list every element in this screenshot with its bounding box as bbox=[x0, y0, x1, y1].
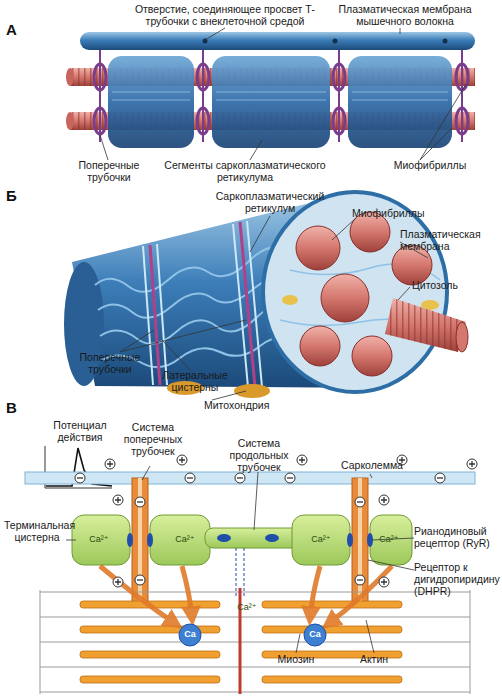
part-label: Потенциал действия bbox=[38, 420, 122, 444]
part-label: Плазматическая мембрана bbox=[400, 229, 496, 253]
ion-label: Ca²⁺ bbox=[232, 602, 262, 612]
part-label: Терминальная цистерна bbox=[4, 520, 70, 544]
ion-label: Ca²⁺ bbox=[306, 534, 336, 544]
panel-letter: А bbox=[6, 22, 26, 39]
part-label: Поперечные трубочки bbox=[68, 352, 152, 376]
part-label: Рецептор к дигидропиридину (DHPR) bbox=[414, 562, 500, 597]
part-label: Актин bbox=[344, 654, 404, 666]
part-label: Саркоплазматический ретикулум bbox=[198, 191, 342, 215]
part-label: Система продольных трубочек bbox=[216, 438, 302, 473]
ion-label: Ca²⁺ bbox=[84, 534, 114, 544]
ion-label: Ca bbox=[176, 629, 204, 639]
part-label: Миофибриллы bbox=[384, 160, 476, 172]
ion-label: Ca²⁺ bbox=[374, 534, 404, 544]
part-label: Отверстие, соединяющее просвет Т-трубочк… bbox=[128, 4, 322, 28]
part-label: Миозин bbox=[266, 654, 326, 666]
part-label: Миофибриллы bbox=[352, 208, 442, 220]
part-label: Цитозоль bbox=[412, 280, 488, 292]
part-label: Сегменты саркоплазматического ретикулума bbox=[158, 160, 332, 184]
part-label: Плазматическая мембрана мышечного волокн… bbox=[328, 4, 482, 28]
ion-label: Ca²⁺ bbox=[170, 534, 200, 544]
part-label: Митохондрия bbox=[204, 400, 300, 412]
ion-label: Ca bbox=[301, 629, 329, 639]
part-label: Поперечные трубочки bbox=[66, 160, 152, 184]
part-label: Латеральные цистерны bbox=[150, 370, 240, 394]
part-label: Система поперечных трубочек bbox=[116, 422, 190, 457]
part-label: Рианодиновый рецептор (RyR) bbox=[414, 526, 500, 550]
panel-c-art bbox=[25, 446, 477, 694]
panel-letter: Б bbox=[6, 188, 26, 205]
panel-letter: В bbox=[6, 400, 26, 417]
part-label: Сарколемма bbox=[330, 460, 414, 472]
panel-a-art bbox=[66, 28, 475, 160]
panel-b-art bbox=[64, 192, 468, 400]
